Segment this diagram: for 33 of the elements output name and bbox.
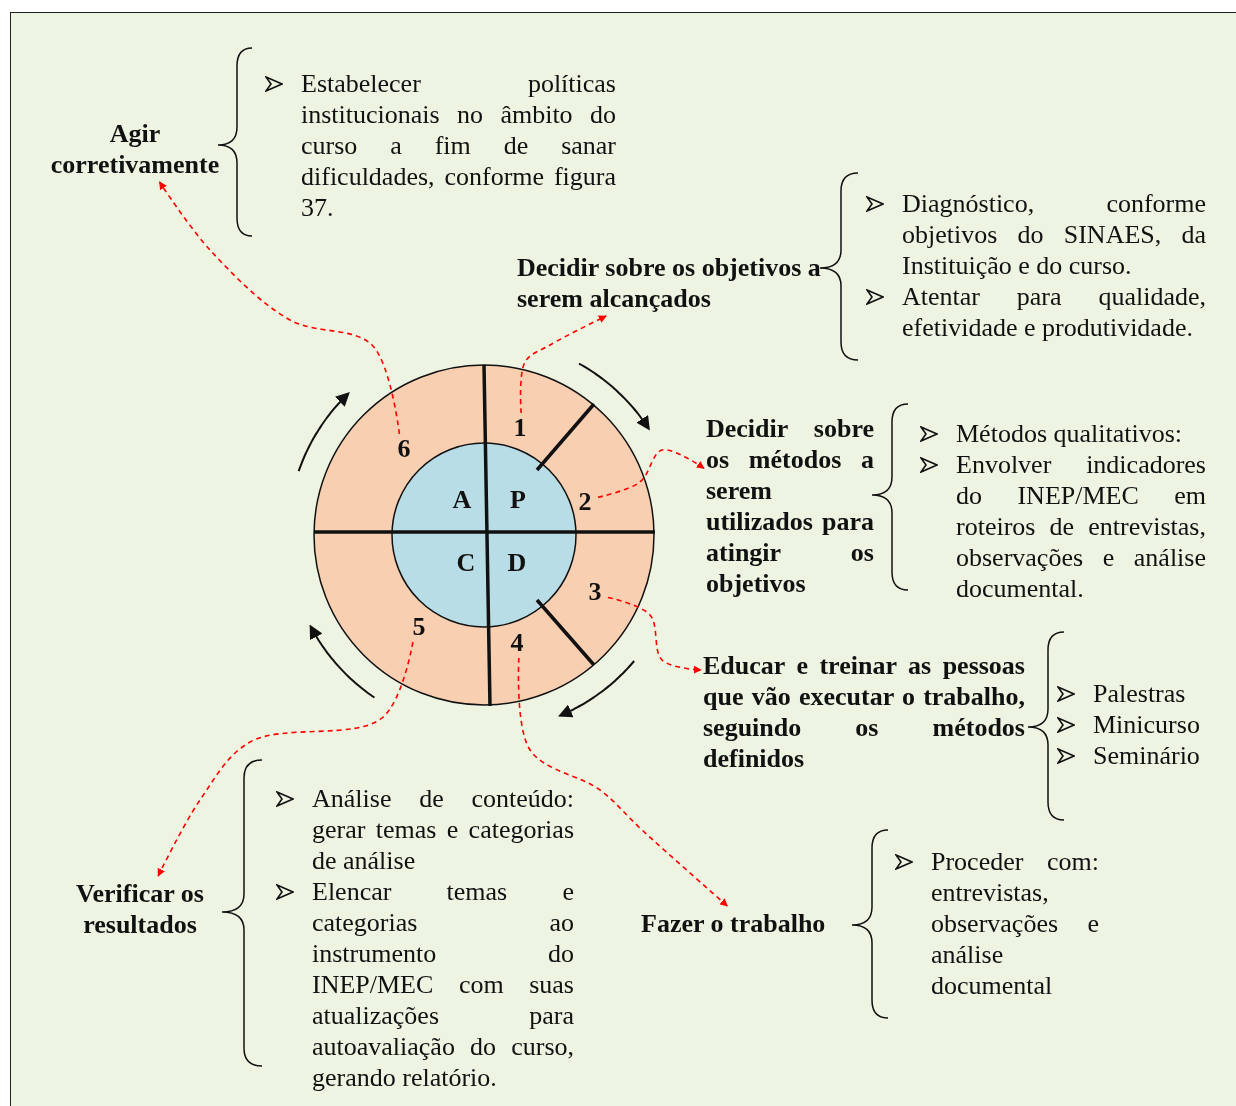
quadrant-letter: P: [509, 487, 527, 513]
step-number: 6: [393, 436, 415, 462]
bullet-text: Proceder com: entrevistas, observações e análise documental: [931, 847, 1099, 1000]
step-number: 5: [408, 614, 430, 640]
bullet-text: Diagnóstico, conforme objetivos do SINAES, da Instituição e do curso.: [902, 189, 1206, 280]
bullet-text: Métodos qualitativos:: [956, 419, 1183, 448]
step-number: 1: [509, 415, 531, 441]
dashed-arrow: [607, 596, 702, 674]
quadrant-letter: C: [455, 550, 477, 576]
step-heading: Agir corretivamente: [40, 118, 230, 180]
bullet-text: Seminário: [1093, 741, 1200, 770]
step-heading: Fazer o trabalho: [641, 908, 853, 939]
step-heading: Educar e treinar as pessoas que vão executar o trabalho, seguindo os métodos definidos: [703, 650, 1025, 774]
step-number: 3: [584, 579, 606, 605]
step-heading: Decidir sobre os métodos a serem utilizados para atingir os objetivos: [706, 413, 874, 599]
bullet-text: Atentar para qualidade, efetividade e produtividade.: [902, 282, 1206, 342]
bullet-text: Análise de conteúdo: gerar temas e categorias de análise: [312, 784, 574, 875]
dashed-arrow: [517, 657, 729, 907]
dashed-arrow: [597, 448, 705, 499]
quadrant-letter: D: [506, 550, 528, 576]
bullet-text: Elencar temas e categorias ao instrumento do INEP/MEC com suas atualizações para autoavaliação do curso, gerando relatório.: [312, 877, 574, 1092]
dashed-arrow: [158, 181, 401, 435]
step-number: 2: [574, 489, 596, 515]
dashed-arrow: [519, 315, 607, 414]
bullet-text: Envolver indicadores do INEP/MEC em roteiros de entrevistas, observações e análise documental.: [956, 450, 1206, 603]
step-number: 4: [506, 630, 528, 656]
bullet-text: Estabelecer políticas institucionais no âmbito do curso a fim de sanar dificuldades, conforme figura 37.: [301, 69, 616, 222]
dashed-arrow: [157, 641, 414, 877]
step-heading: Decidir sobre os objetivos a serem alcançados: [517, 252, 823, 314]
step-heading: Verificar os resultados: [70, 878, 210, 940]
bullet-text: Palestras: [1093, 679, 1186, 708]
quadrant-letter: A: [451, 487, 473, 513]
bullet-text: Minicurso: [1093, 710, 1200, 739]
